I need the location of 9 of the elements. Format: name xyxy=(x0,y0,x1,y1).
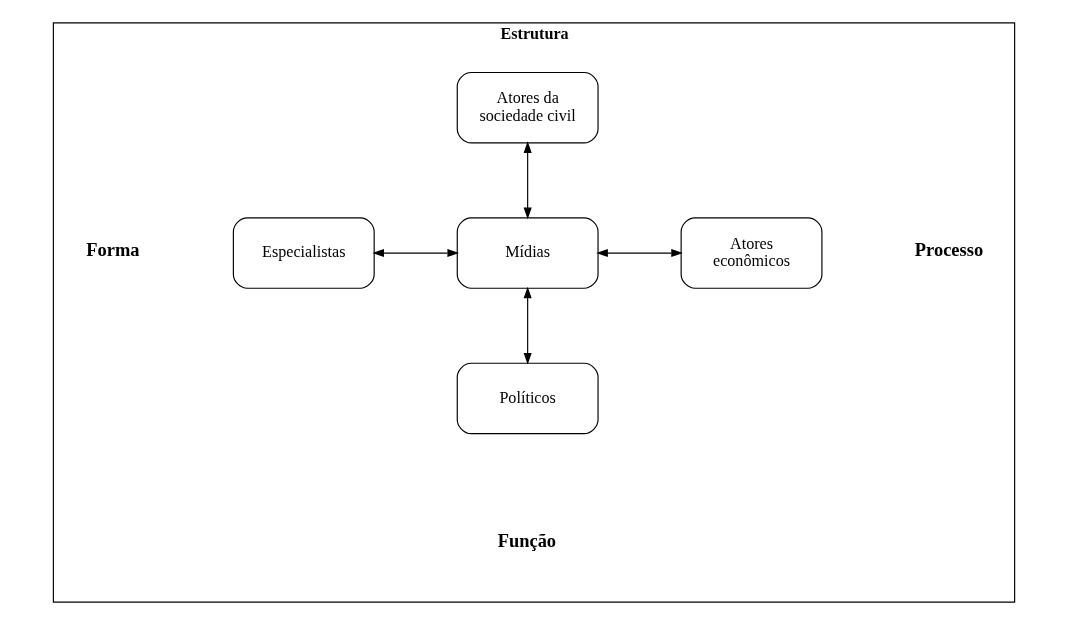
node-box: Atores econômicos xyxy=(680,216,823,289)
node-box: Mídias xyxy=(456,216,599,289)
arrow xyxy=(523,140,532,219)
node-box: Atores da sociedade civil xyxy=(456,71,599,143)
arrow xyxy=(596,248,683,257)
arrow xyxy=(523,286,532,365)
node-box: Especialistas xyxy=(232,216,375,289)
node-box: Políticos xyxy=(456,362,599,434)
arrow xyxy=(372,248,459,257)
